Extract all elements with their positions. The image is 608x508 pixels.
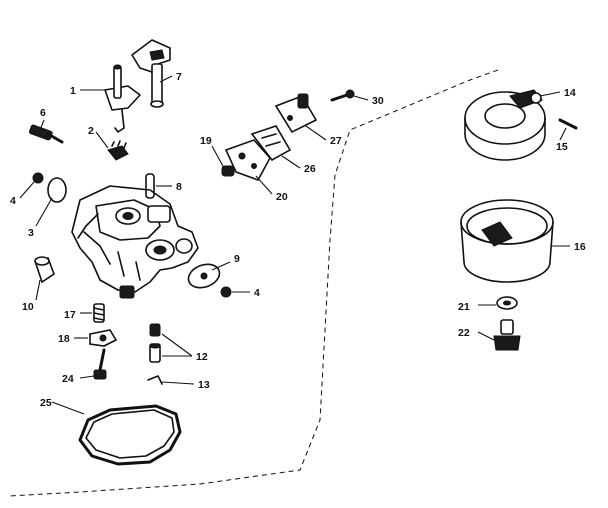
callout-1: 1 xyxy=(70,85,76,97)
part-12-needle-seat xyxy=(149,323,161,363)
part-16-air-cleaner-cup xyxy=(460,199,554,283)
callout-25: 25 xyxy=(40,397,52,409)
callout-12: 12 xyxy=(196,351,208,363)
callout-8: 8 xyxy=(176,181,182,193)
part-13-clip xyxy=(147,375,163,385)
part-26-gasket xyxy=(250,125,292,162)
part-2-spring-clip xyxy=(107,140,129,161)
callout-16: 16 xyxy=(574,241,586,253)
part-15-pin xyxy=(558,118,578,130)
callout-26: 26 xyxy=(304,163,316,175)
part-9-gasket-disc xyxy=(187,263,221,289)
part-3-washer xyxy=(47,177,67,203)
part-27-bracket xyxy=(274,93,318,134)
callout-27: 27 xyxy=(330,135,342,147)
part-4-screw-left xyxy=(32,172,44,184)
carburetor-body xyxy=(71,185,199,299)
part-20-cover-plate xyxy=(224,139,271,181)
part-22-bolt xyxy=(493,319,521,351)
callout-15: 15 xyxy=(556,141,568,153)
part-14-air-cleaner-element xyxy=(464,89,546,161)
callout-3: 3 xyxy=(28,227,34,239)
callout-9: 9 xyxy=(234,253,240,265)
part-1-choke-lever xyxy=(104,64,141,133)
part-7-throttle-lever xyxy=(131,39,171,108)
assembly-divider-line xyxy=(7,69,499,497)
part-19-spring xyxy=(221,165,235,177)
callout-10: 10 xyxy=(22,301,34,313)
callout-21: 21 xyxy=(458,301,470,313)
callout-19: 19 xyxy=(200,135,212,147)
part-21-washer xyxy=(496,296,518,310)
part-8-pin xyxy=(145,173,155,199)
part-4-screw-right xyxy=(220,286,232,298)
part-30-screw xyxy=(330,89,355,102)
callout-4-right: 4 xyxy=(254,287,260,299)
callout-2: 2 xyxy=(88,125,94,137)
part-24-bolt xyxy=(93,348,107,380)
part-10-plug xyxy=(34,256,55,284)
part-25-gasket-ring xyxy=(78,404,182,466)
callout-17: 17 xyxy=(64,309,76,321)
part-18-flange xyxy=(89,329,118,347)
callout-20: 20 xyxy=(276,191,288,203)
callout-6: 6 xyxy=(40,107,46,119)
part-6-screw xyxy=(29,124,64,144)
callout-13: 13 xyxy=(198,379,210,391)
callout-30: 30 xyxy=(372,95,384,107)
callout-24: 24 xyxy=(62,373,74,385)
part-17-spring xyxy=(93,303,105,323)
callout-18: 18 xyxy=(58,333,70,345)
callout-labels: 1 2 3 4 4 6 7 8 9 10 12 13 14 15 16 17 1… xyxy=(10,71,586,409)
callout-14: 14 xyxy=(564,87,576,99)
leader-lines xyxy=(19,75,570,415)
callout-22: 22 xyxy=(458,327,470,339)
callout-4-left: 4 xyxy=(10,195,16,207)
callout-7: 7 xyxy=(176,71,182,83)
